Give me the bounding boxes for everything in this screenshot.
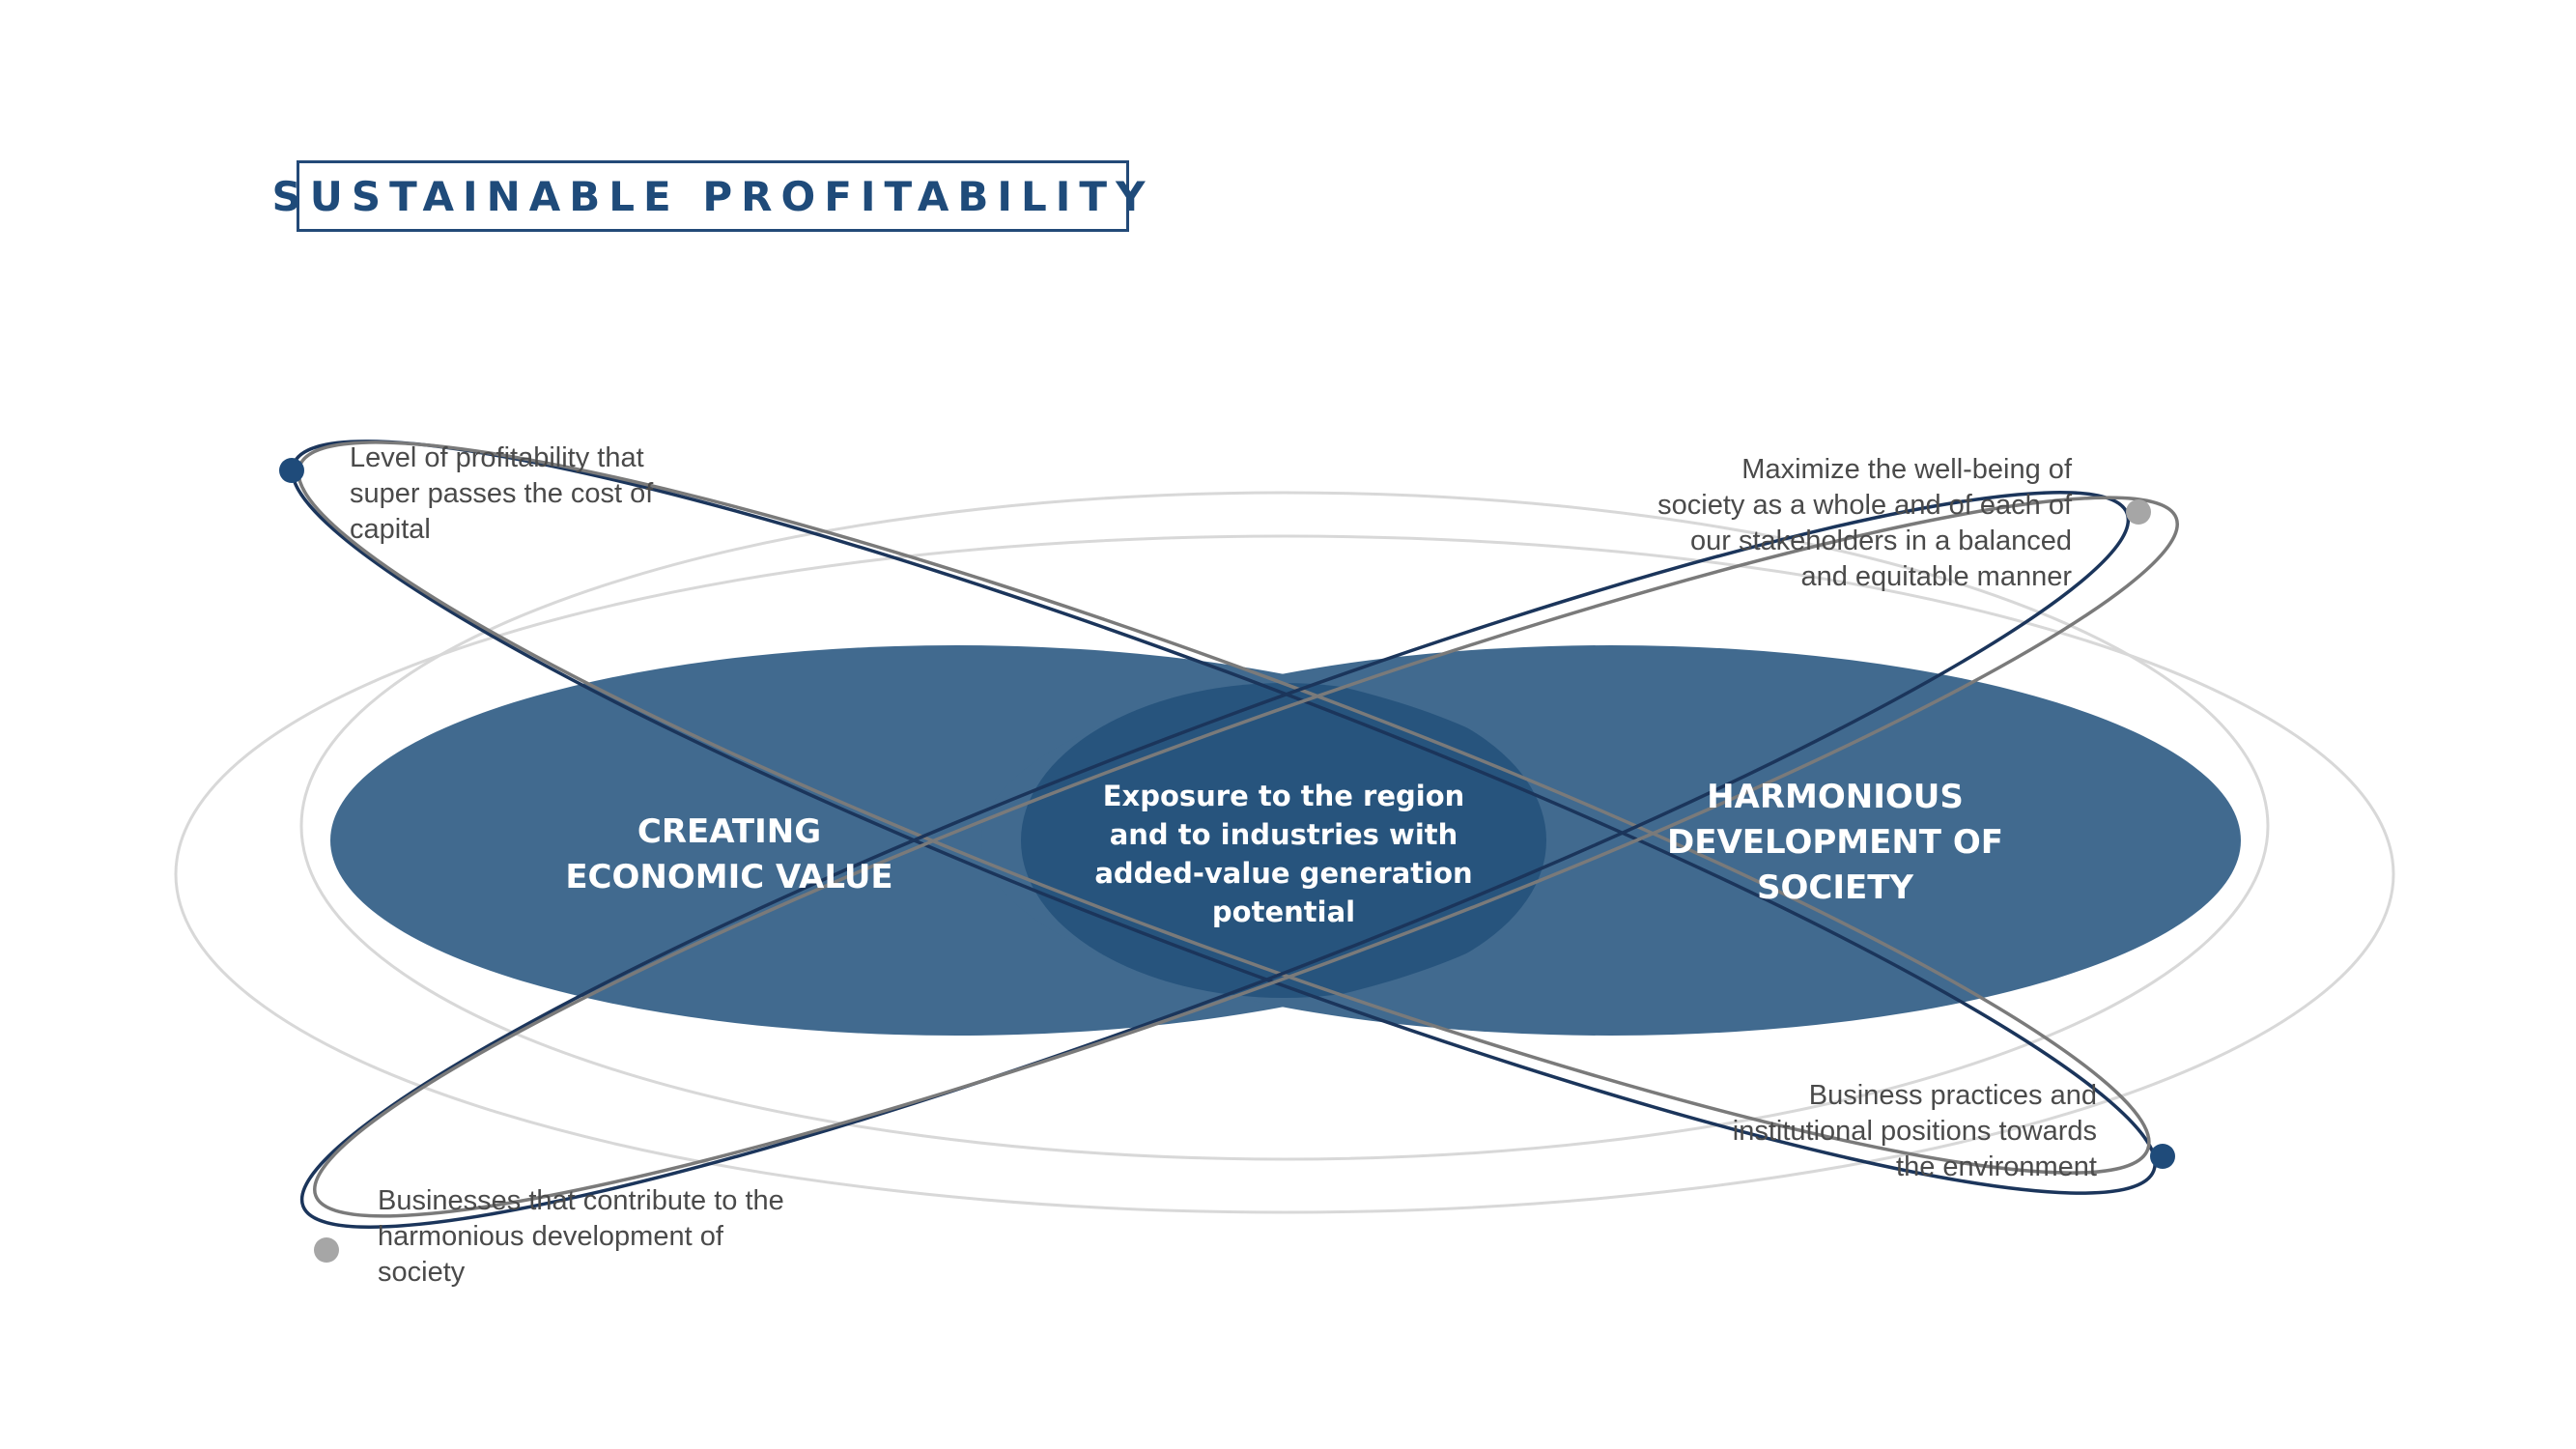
- note-top-left: Level of profitability that super passes…: [350, 440, 653, 548]
- orbit-light-outer: [174, 534, 2395, 1214]
- label-line: SOCIETY: [1756, 868, 1914, 907]
- orbit-gray-ascending: [313, 496, 2179, 1218]
- orbit-light-inner: [299, 491, 2270, 1161]
- note-bottom-left: Businesses that contribute to the harmon…: [378, 1183, 784, 1291]
- note-line: our stakeholders in a balanced: [1690, 526, 2072, 556]
- label-economic-value: CREATING ECONOMIC VALUE: [541, 810, 918, 900]
- note-line: and equitable manner: [1800, 561, 2072, 592]
- label-line: HARMONIOUS: [1707, 778, 1964, 816]
- dot-top-right: [2126, 499, 2151, 525]
- label-line: CREATING: [637, 812, 822, 851]
- dot-bottom-right: [2150, 1144, 2175, 1169]
- dot-top-left: [279, 458, 304, 483]
- label-society: HARMONIOUS DEVELOPMENT OF SOCIETY: [1652, 775, 2019, 911]
- label-line: DEVELOPMENT OF: [1667, 823, 2003, 862]
- label-line: added-value generation: [1094, 857, 1473, 890]
- page-title: SUSTAINABLE PROFITABILITY: [271, 172, 1154, 220]
- note-line: the environment: [1896, 1151, 2097, 1182]
- note-line: Business practices and: [1808, 1080, 2097, 1111]
- label-line: and to industries with: [1109, 818, 1458, 851]
- note-line: Maximize the well-being of: [1741, 454, 2072, 485]
- note-line: capital: [350, 514, 431, 545]
- label-line: potential: [1211, 895, 1356, 928]
- note-line: harmonious development of: [378, 1221, 723, 1252]
- note-line: Level of profitability that: [350, 442, 644, 473]
- ellipse-overlap: [1021, 683, 1546, 998]
- label-overlap: Exposure to the region and to industries…: [1071, 777, 1496, 931]
- note-top-right: Maximize the well-being of society as a …: [1657, 452, 2072, 595]
- note-line: Businesses that contribute to the: [378, 1185, 784, 1216]
- label-line: Exposure to the region: [1102, 780, 1465, 812]
- note-line: society: [378, 1257, 466, 1288]
- label-line: ECONOMIC VALUE: [565, 858, 893, 896]
- title-box: SUSTAINABLE PROFITABILITY: [272, 160, 1146, 232]
- note-line: society as a whole and of each of: [1657, 490, 2072, 521]
- note-line: super passes the cost of: [350, 478, 654, 509]
- dot-bottom-left: [314, 1237, 339, 1263]
- note-line: institutional positions towards: [1732, 1116, 2097, 1147]
- note-bottom-right: Business practices and institutional pos…: [1733, 1078, 2097, 1185]
